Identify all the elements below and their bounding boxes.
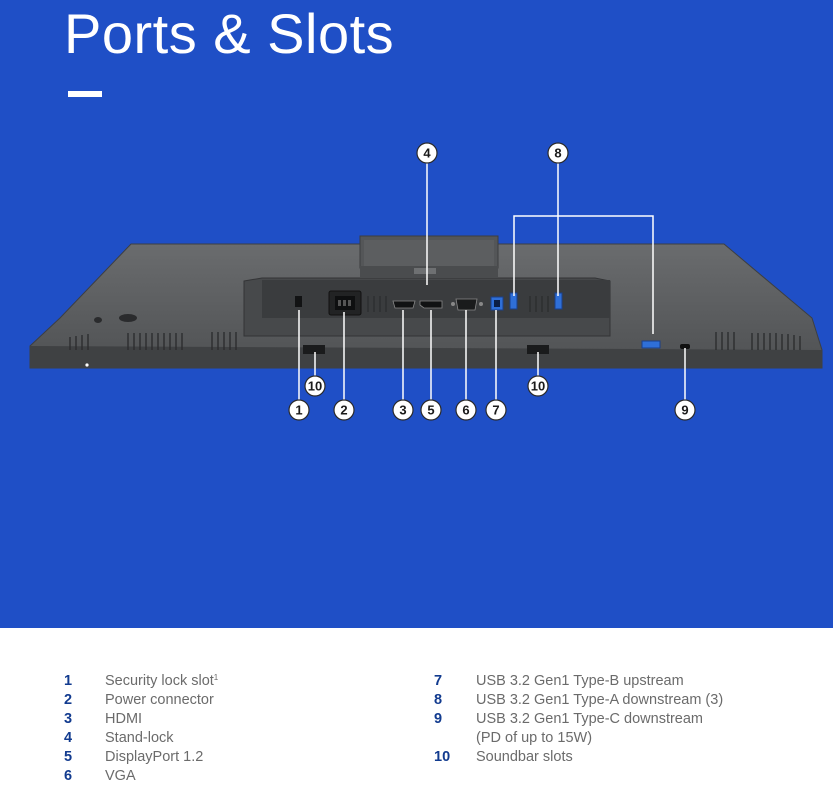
callout-2: 2: [333, 399, 355, 421]
usb-b-port-icon: [490, 296, 504, 311]
callout-10a: 10: [304, 375, 326, 397]
legend-item: 5 DisplayPort 1.2: [64, 748, 384, 767]
legend-label: HDMI: [105, 711, 143, 727]
legend-number: 3: [64, 711, 73, 727]
legend-number: 5: [64, 749, 73, 765]
power-connector-icon: [328, 290, 362, 316]
legend-number: 10: [434, 749, 451, 765]
legend-item-continuation: (PD of up to 15W): [434, 729, 814, 748]
legend-label: VGA: [105, 768, 136, 784]
legend-label: USB 3.2 Gen1 Type-B upstream: [476, 673, 684, 689]
title-underline: [68, 91, 102, 97]
legend-label: USB 3.2 Gen1 Type-A downstream (3): [476, 692, 724, 708]
legend-number: 7: [434, 673, 443, 689]
svg-text:9: 9: [681, 403, 688, 418]
svg-text:8: 8: [554, 146, 561, 161]
svg-text:2: 2: [340, 403, 347, 418]
legend-number: 1: [64, 673, 73, 689]
legend-item: 4 Stand-lock: [64, 729, 384, 748]
legend-number: 6: [64, 768, 73, 784]
callout-leaders: [298, 162, 686, 402]
callout-8: 8: [547, 142, 569, 164]
legend-number: 9: [434, 711, 443, 727]
security-lock-icon: [295, 296, 302, 307]
callout-7: 7: [485, 399, 507, 421]
hero-section: Ports & Slots: [0, 0, 833, 628]
legend-label: Soundbar slots: [476, 749, 573, 765]
svg-text:10: 10: [308, 379, 322, 394]
svg-text:6: 6: [462, 403, 469, 418]
legend-number: 8: [434, 692, 443, 708]
legend-item: 6 VGA: [64, 767, 384, 786]
legend-item: 9 USB 3.2 Gen1 Type-C downstream: [434, 710, 814, 729]
legend-item: 7 USB 3.2 Gen1 Type-B upstream: [434, 672, 814, 691]
usb-a-port-icon: [509, 292, 661, 349]
callout-5: 5: [420, 399, 442, 421]
legend-number: 4: [64, 730, 73, 746]
legend-left-column: 1 Security lock slot1 2 Power connector …: [64, 672, 384, 786]
callout-markers: 4 8 10 10 1 2 3 5 6 7 9: [288, 142, 696, 421]
legend-label: USB 3.2 Gen1 Type-C downstream: [476, 711, 704, 727]
svg-text:7: 7: [492, 403, 499, 418]
callout-6: 6: [455, 399, 477, 421]
page-title: Ports & Slots: [64, 2, 395, 65]
callout-10b: 10: [527, 375, 549, 397]
legend-right-column: 7 USB 3.2 Gen1 Type-B upstream 8 USB 3.2…: [434, 672, 814, 767]
legend-item: 3 HDMI: [64, 710, 384, 729]
legend-item: 2 Power connector: [64, 691, 384, 710]
displayport-icon: [419, 300, 443, 309]
legend-label: Power connector: [105, 692, 214, 708]
svg-text:1: 1: [295, 403, 302, 418]
legend-item: 1 Security lock slot1: [64, 672, 384, 691]
legend-label: Stand-lock: [105, 730, 174, 746]
legend-label: Security lock slot1: [105, 673, 219, 689]
svg-text:3: 3: [399, 403, 406, 418]
footnote-marker: 1: [213, 673, 219, 682]
svg-text:4: 4: [423, 146, 431, 161]
callout-9: 9: [674, 399, 696, 421]
legend-label: (PD of up to 15W): [476, 730, 593, 746]
hdmi-port-icon: [392, 300, 416, 309]
svg-text:5: 5: [427, 403, 434, 418]
callout-3: 3: [392, 399, 414, 421]
callout-1: 1: [288, 399, 310, 421]
legend-number: 2: [64, 692, 73, 708]
soundbar-slot-icon: [303, 345, 549, 354]
usb-c-port-icon: [680, 344, 690, 349]
vga-port-icon: [451, 298, 483, 311]
legend-item: 10 Soundbar slots: [434, 748, 814, 767]
monitor-rear-illustration: [29, 162, 823, 402]
callout-4: 4: [416, 142, 438, 164]
legend-item: 8 USB 3.2 Gen1 Type-A downstream (3): [434, 691, 814, 710]
svg-text:10: 10: [531, 379, 545, 394]
legend-label: DisplayPort 1.2: [105, 749, 204, 765]
